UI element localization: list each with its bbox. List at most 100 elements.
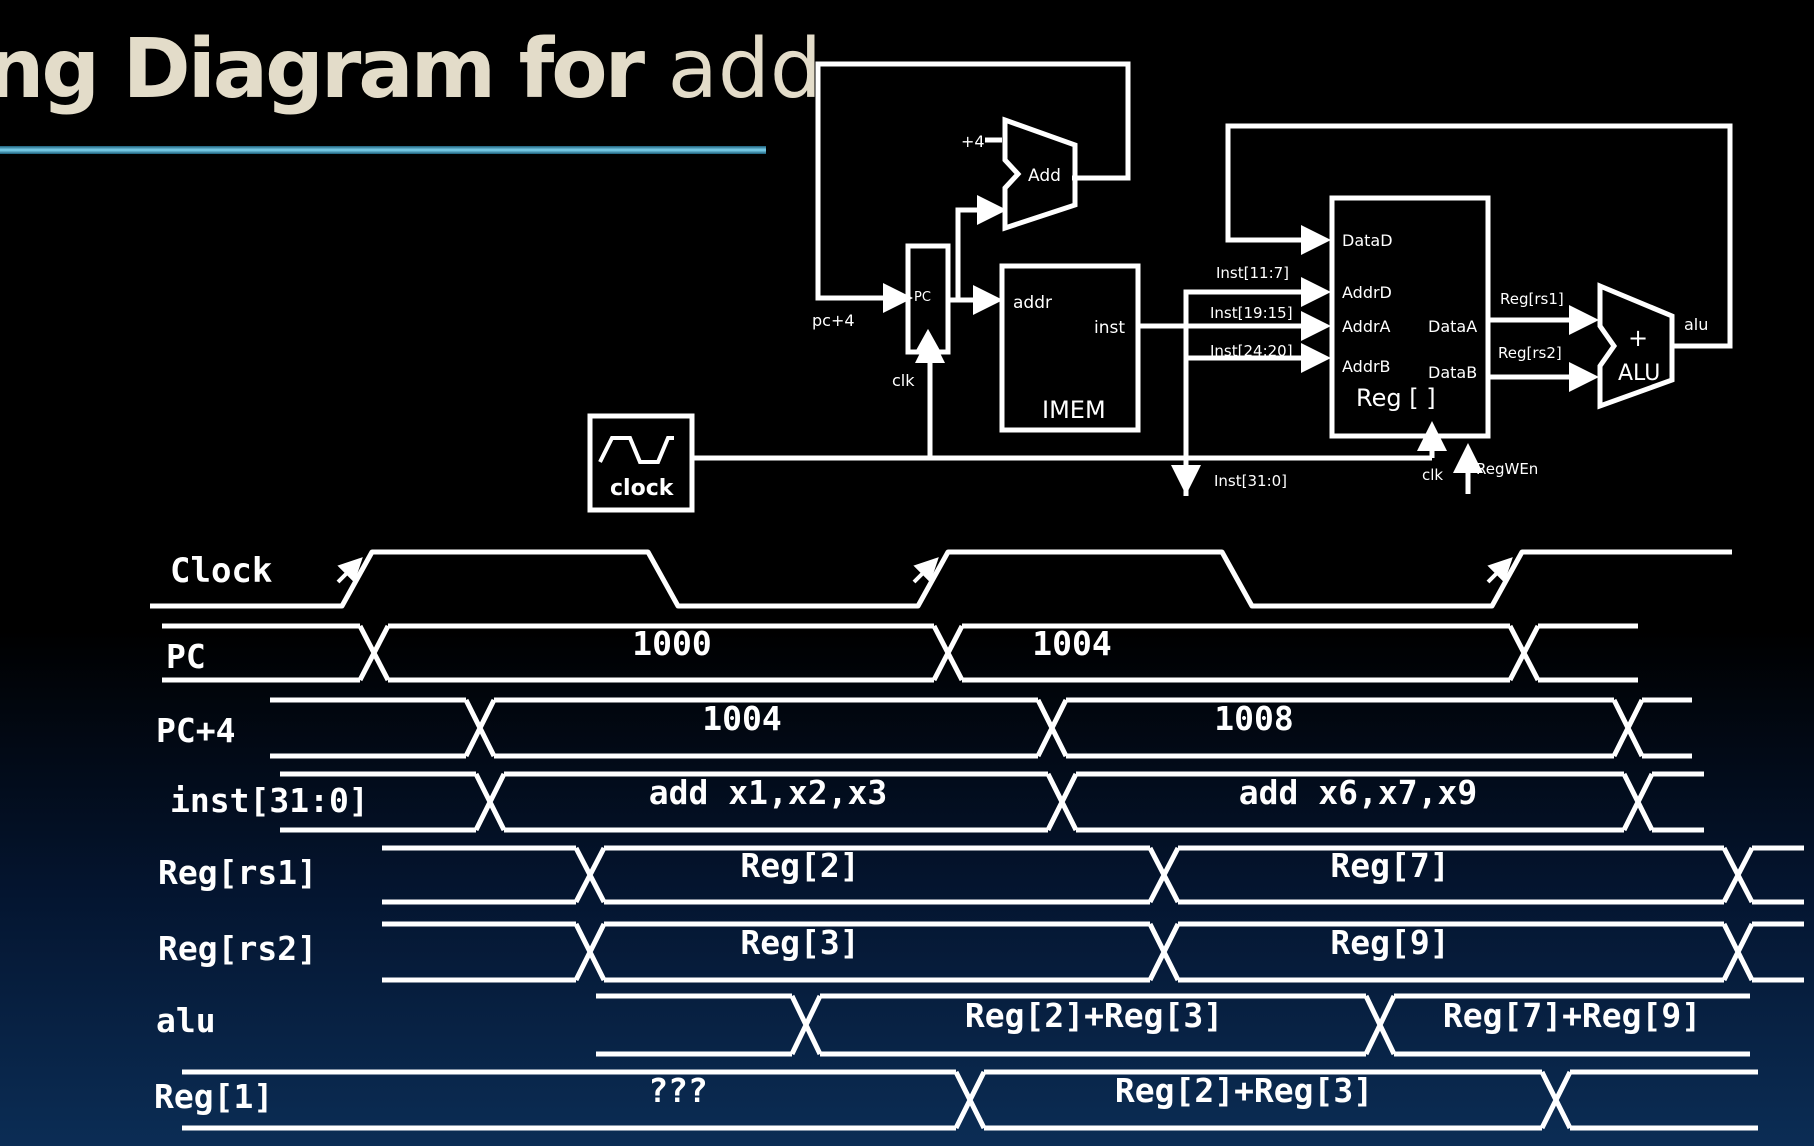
signal-value: Reg[3] <box>740 923 859 962</box>
reg-rs2-label: Reg[rs2] <box>1498 344 1562 362</box>
signal-name: alu <box>156 1001 216 1040</box>
reg-clk-label: clk <box>1422 466 1443 484</box>
transition-marker <box>953 1070 987 1130</box>
signal-value: Reg[2]+Reg[3] <box>1115 1071 1373 1110</box>
signal-name: Reg[rs1] <box>158 853 317 892</box>
transition-marker <box>931 624 965 682</box>
signal-value: 1004 <box>702 699 781 738</box>
signal-row: PC+4 1004 1008 <box>156 697 1692 759</box>
transition-marker <box>1539 1070 1573 1130</box>
transition-marker <box>789 994 823 1056</box>
inst-19-15-label: Inst[19:15] <box>1210 304 1293 322</box>
register-file-block <box>1329 195 1491 439</box>
signal-value: Reg[9] <box>1330 923 1449 962</box>
signal-value: add x1,x2,x3 <box>649 773 887 812</box>
pc-to-adder-wire <box>955 195 1007 300</box>
signal-name: inst[31:0] <box>170 781 369 820</box>
dataa-label: DataA <box>1428 317 1477 336</box>
transition-marker <box>1721 846 1755 904</box>
inst-31-0-label: Inst[31:0] <box>1214 472 1287 490</box>
transition-marker <box>1035 698 1069 758</box>
signal-value: Reg[2]+Reg[3] <box>965 996 1223 1035</box>
transition-marker <box>1045 772 1079 832</box>
transition-marker <box>1621 772 1655 832</box>
signal-value: 1004 <box>1032 624 1111 663</box>
transition-marker <box>1721 922 1755 982</box>
signal-name: Reg[1] <box>154 1077 273 1116</box>
inst-11-7-label: Inst[11:7] <box>1216 264 1289 282</box>
signal-value: 1008 <box>1214 699 1293 738</box>
addrd-label: AddrD <box>1342 283 1392 302</box>
signal-name: PC <box>166 637 206 676</box>
title-underline <box>0 146 766 154</box>
transition-marker <box>1507 624 1541 682</box>
clock-waveform-icon <box>598 436 674 464</box>
signal-row: Reg[rs1] Reg[2] Reg[7] <box>158 845 1804 905</box>
title-text: ng Diagram for <box>0 22 668 117</box>
bus-lines <box>162 623 1638 683</box>
transition-marker <box>1611 698 1645 758</box>
bus-lines <box>382 921 1804 983</box>
add-label: Add <box>1028 166 1061 186</box>
signal-row: inst[31:0] add x1,x2,x3 add x6,x7,x9 <box>170 771 1704 833</box>
slide-title: ng Diagram for add <box>0 22 822 117</box>
pc-label: PC <box>914 290 931 305</box>
transition-marker <box>1147 922 1181 982</box>
pc-plus4-feedback-wire <box>815 61 1131 313</box>
reg-rs1-label: Reg[rs1] <box>1500 290 1564 308</box>
reg-label: Reg [ ] <box>1356 384 1436 412</box>
inst-24-20-label: Inst[24:20] <box>1210 342 1293 360</box>
transition-marker <box>1147 846 1181 904</box>
signal-row: PC 1000 1004 <box>162 623 1638 683</box>
transition-marker <box>573 846 607 904</box>
pc-clk-label: clk <box>892 371 915 390</box>
addrb-label: AddrB <box>1342 357 1391 376</box>
transition-marker <box>1363 994 1397 1056</box>
rising-edge-arrow-1 <box>336 557 363 584</box>
signal-row: Reg[rs2] Reg[3] Reg[9] <box>158 921 1804 983</box>
datapath-labels: +4 Add PC pc+4 clk addr inst IMEM clock … <box>610 132 1708 501</box>
signal-name: Reg[rs2] <box>158 929 317 968</box>
bus-lines <box>182 1069 1758 1131</box>
regwen-label: RegWEn <box>1476 460 1538 478</box>
clock-signal-line <box>150 549 1732 609</box>
clock-waveform <box>150 549 1732 609</box>
rising-edge-arrow-2 <box>912 557 939 584</box>
transition-marker <box>463 698 497 758</box>
bus-lines <box>596 993 1750 1057</box>
signal-value: 1000 <box>632 624 711 663</box>
alu-block <box>1597 282 1675 410</box>
clock-signal-label: Clock <box>170 551 272 591</box>
datad-label: DataD <box>1342 231 1393 250</box>
clock-block <box>587 413 695 513</box>
transition-marker <box>357 624 391 682</box>
signal-value: Reg[2] <box>740 846 859 885</box>
datab-label: DataB <box>1428 363 1477 382</box>
imem-block <box>999 263 1141 433</box>
bus-lines <box>280 771 1704 833</box>
plus4-label: +4 <box>961 132 985 151</box>
imem-label: IMEM <box>1042 396 1106 424</box>
addra-label: AddrA <box>1342 317 1391 336</box>
datapath <box>587 61 1733 513</box>
alu-label: ALU <box>1618 361 1660 386</box>
transition-marker <box>473 772 507 832</box>
title-code-text: add <box>667 22 822 117</box>
signal-name: PC+4 <box>156 711 235 750</box>
transition-marker <box>573 922 607 982</box>
alu-out-label: alu <box>1684 315 1708 334</box>
clock-label: clock <box>610 476 675 501</box>
addr-label: addr <box>1013 293 1052 313</box>
signal-value: add x6,x7,x9 <box>1239 773 1477 812</box>
alu-writeback-wire <box>1225 123 1733 349</box>
inst-label: inst <box>1094 318 1125 338</box>
signal-row: Reg[1]??? Reg[2]+Reg[3] <box>154 1069 1758 1131</box>
bus-lines <box>382 845 1804 905</box>
signal-value: ??? <box>648 1071 708 1110</box>
signal-value: Reg[7] <box>1330 846 1449 885</box>
alu-plus-label: + <box>1628 324 1648 352</box>
rising-edge-arrow-3 <box>1486 557 1513 584</box>
